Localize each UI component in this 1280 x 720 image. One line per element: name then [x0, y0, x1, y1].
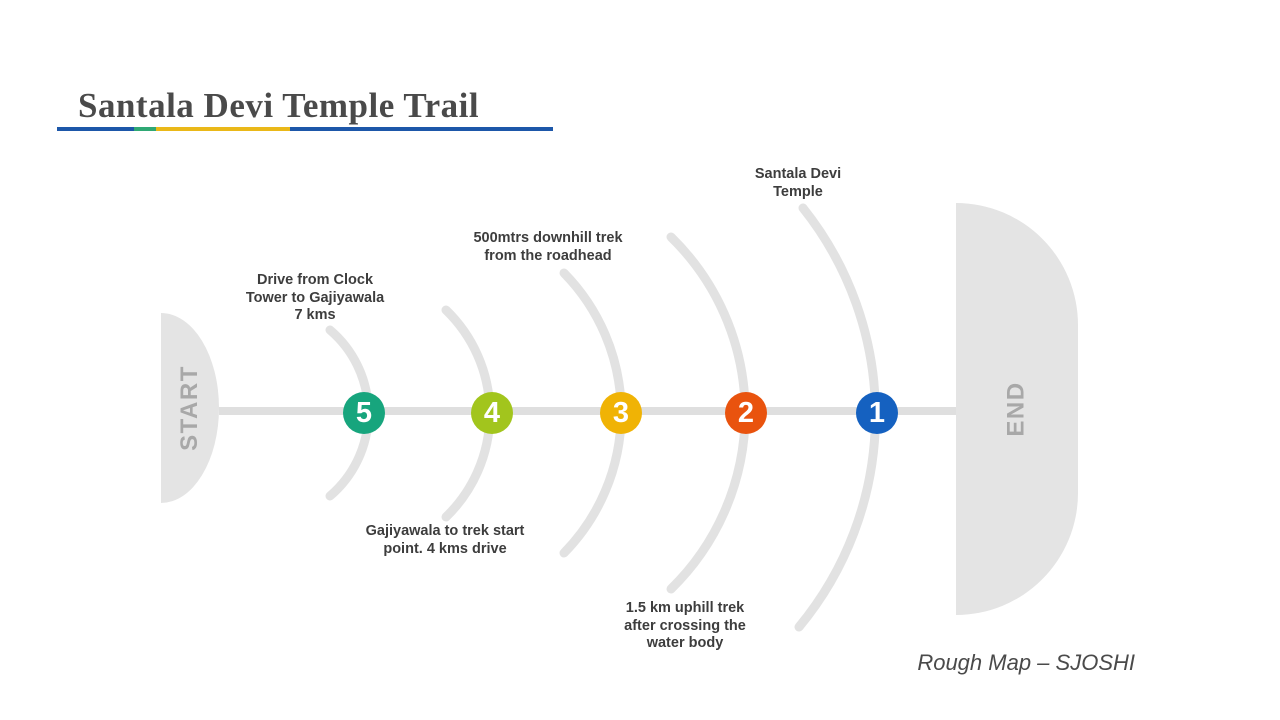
- end-terminal: END: [956, 203, 1078, 615]
- milestone-3-circle: 3: [600, 392, 642, 434]
- footnote: Rough Map – SJOSHI: [917, 650, 1135, 675]
- accent-segment-blue-2: [290, 127, 553, 131]
- milestone-2-circle: 2: [725, 392, 767, 434]
- milestone-4-circle: 4: [471, 392, 513, 434]
- milestone-1-label: Santala Devi Temple: [754, 166, 842, 200]
- page-title: Santala Devi Temple Trail: [78, 86, 480, 126]
- milestone-1-number: 1: [868, 396, 886, 429]
- title-accent-bar: [57, 127, 553, 131]
- accent-segment-yellow: [156, 127, 290, 131]
- milestone-4-label: Gajiyawala to trek start point. 4 kms dr…: [365, 523, 525, 557]
- accent-segment-blue: [57, 127, 134, 131]
- milestone-3-number: 3: [612, 396, 630, 429]
- milestone-2-label: 1.5 km uphill trek after crossing the wa…: [624, 600, 746, 651]
- milestone-5-circle: 5: [343, 392, 385, 434]
- milestone-2-number: 2: [737, 396, 755, 429]
- milestone-1-circle: 1: [856, 392, 898, 434]
- milestone-3-label: 500mtrs downhill trek from the roadhead: [473, 230, 623, 264]
- milestone-5-label: Drive from Clock Tower to Gajiyawala 7 k…: [245, 272, 385, 323]
- start-label: START: [176, 365, 203, 451]
- milestone-5-number: 5: [355, 396, 373, 429]
- end-label: END: [1002, 381, 1030, 437]
- accent-segment-green: [134, 127, 156, 131]
- milestone-4-number: 4: [483, 396, 501, 429]
